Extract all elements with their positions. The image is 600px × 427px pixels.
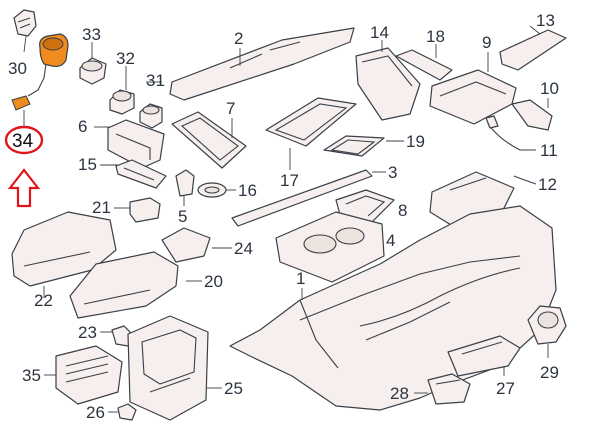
label-11: 11 [540,141,558,160]
label-23: 23 [78,323,97,342]
label-19: 19 [406,132,425,151]
label-1: 1 [296,269,305,288]
part-10-bracket [511,98,553,131]
part-20-armrest-lower [69,251,202,319]
label-35: 35 [22,366,41,385]
part-34-power-socket [11,33,69,126]
label-32: 32 [116,49,135,68]
label-27: 27 [496,379,515,398]
label-29: 29 [540,363,559,382]
label-17: 17 [280,171,299,190]
label-33: 33 [82,25,101,44]
label-7: 7 [226,99,235,118]
label-4: 4 [386,231,395,250]
highlight-circle [4,125,44,155]
part-29-controller [527,305,567,358]
label-5: 5 [178,207,187,226]
part-5-plug [175,169,195,206]
label-31: 31 [146,71,165,90]
label-18: 18 [426,27,445,46]
part-26-plug [108,403,137,421]
part-25-rear-panel [127,315,222,421]
label-30: 30 [8,59,27,78]
part-32-socket [109,66,135,115]
part-4-cupholder [275,211,385,283]
part-7-mat [171,111,247,169]
label-28: 28 [390,384,409,403]
part-13-cover [499,25,567,71]
label-24: 24 [234,239,253,258]
part-17-mat [265,97,357,170]
part-28-switch [414,373,471,405]
label-13: 13 [536,11,555,30]
part-3-strip [231,169,386,227]
label-34: 34 [12,131,34,152]
part-33-cap [79,42,107,85]
label-20: 20 [204,272,223,291]
part-16-ring [197,182,236,198]
label-2: 2 [234,29,243,48]
label-26: 26 [86,403,105,422]
label-21: 21 [92,198,111,217]
part-2-trim [169,27,355,101]
part-18-lid [395,44,453,81]
part-14-box [355,40,421,121]
label-6: 6 [78,117,87,136]
label-10: 10 [540,79,559,98]
callout-labels: 30 34 33 32 31 6 15 21 5 16 7 2 17 19 3 … [8,11,559,422]
label-25: 25 [224,379,243,398]
part-30-bracket [13,9,37,53]
part-6-holder [94,119,165,169]
part-35-vent [44,345,123,405]
part-21-pad [114,197,161,223]
label-8: 8 [398,201,407,220]
part-31-socket [139,81,163,129]
label-12: 12 [538,175,557,194]
highlight-arrow [7,168,41,208]
part-23-clip [100,325,133,347]
label-9: 9 [482,33,491,52]
part-19-mat [323,135,404,157]
part-22-armrest [11,211,117,298]
label-15: 15 [78,155,97,174]
part-15-tray [100,159,167,189]
part-11-wire [485,115,536,151]
label-22: 22 [34,291,53,310]
label-16: 16 [238,181,257,200]
part-27-switch-panel [447,335,521,377]
part-24-hinge [161,227,232,263]
label-14: 14 [370,23,389,42]
label-3: 3 [388,163,397,182]
